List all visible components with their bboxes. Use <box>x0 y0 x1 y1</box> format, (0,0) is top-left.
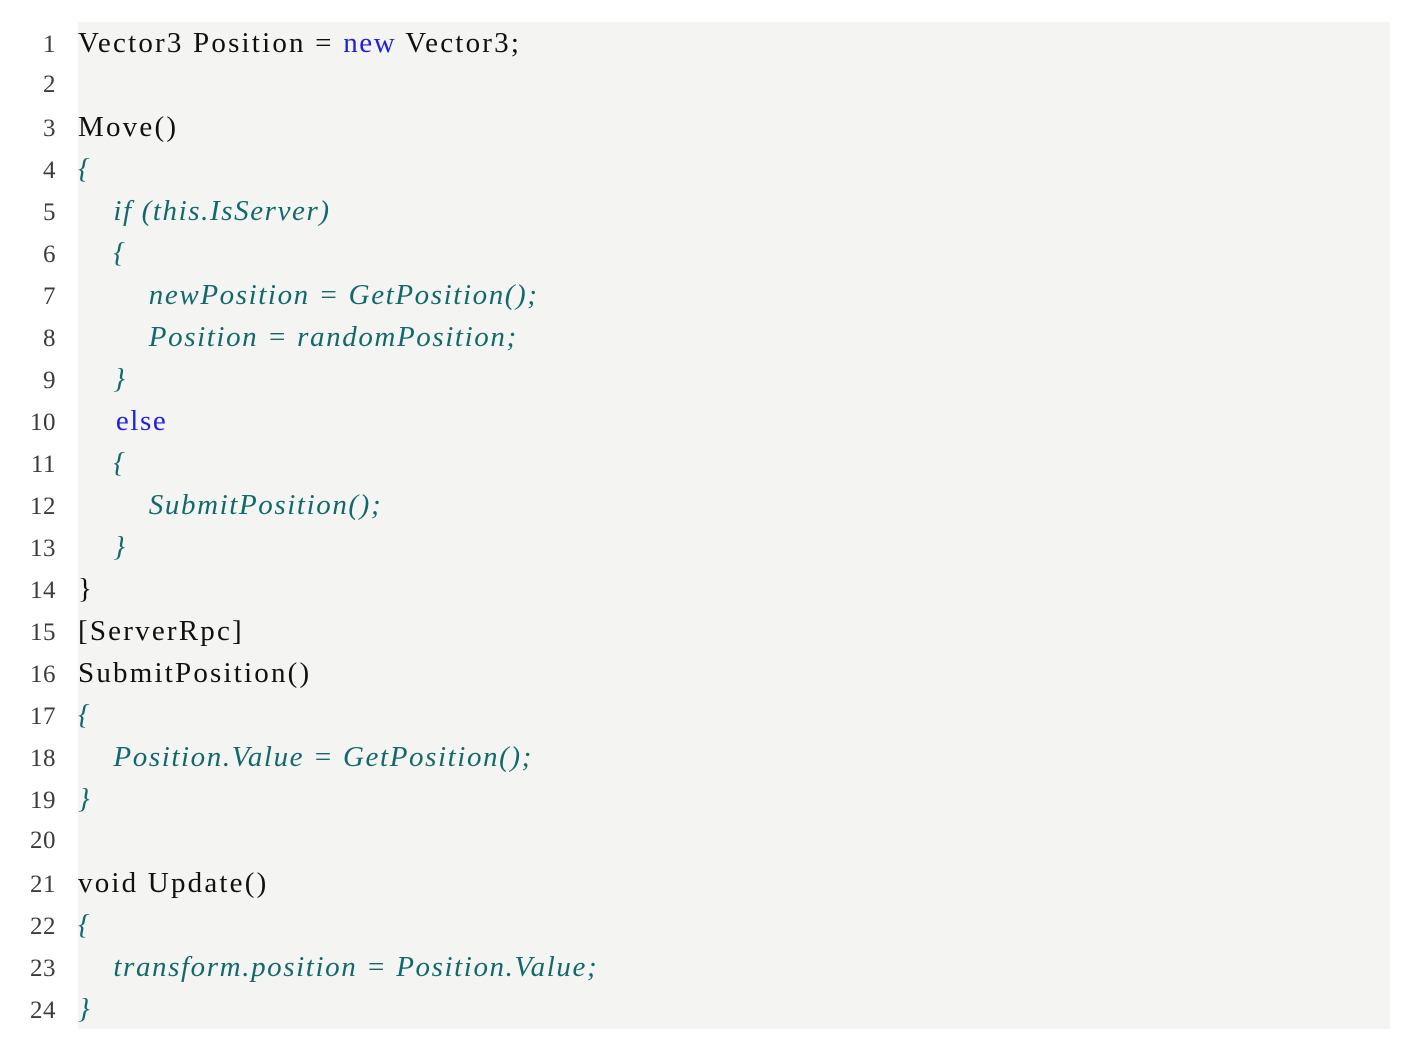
code-line: 22 { <box>0 904 1409 946</box>
code-token-keyword: new <box>343 27 397 59</box>
code-line: 7 newPosition = GetPosition(); <box>0 274 1409 316</box>
line-number: 24 <box>30 997 56 1024</box>
line-number: 2 <box>43 71 56 98</box>
code-token-identifier: Position.Value = GetPosition(); <box>78 741 533 773</box>
code-line-text: Position = randomPosition; <box>56 316 1409 358</box>
line-number: 14 <box>30 577 56 604</box>
code-line: 20 <box>0 820 1409 862</box>
line-number: 7 <box>43 283 56 310</box>
code-token-identifier: if (this.IsServer) <box>78 195 331 227</box>
code-line-text: } <box>56 358 1409 400</box>
line-number: 15 <box>30 619 56 646</box>
code-line-text: { <box>56 442 1409 484</box>
code-token-plain: Vector3 Position = <box>78 27 344 59</box>
code-token-plain: [ServerRpc] <box>78 615 244 647</box>
code-line-text: else <box>56 400 1409 442</box>
code-line: 9 } <box>0 358 1409 400</box>
code-line-text: SubmitPosition(); <box>56 484 1409 526</box>
code-token-identifier: } <box>78 531 127 563</box>
code-token-plain: SubmitPosition() <box>78 657 312 689</box>
code-line: 23 transform.position = Position.Value; <box>0 946 1409 988</box>
code-token-identifier: Position = randomPosition; <box>78 321 518 353</box>
code-line: 8 Position = randomPosition; <box>0 316 1409 358</box>
code-token-plain <box>78 405 116 437</box>
code-line-text: } <box>56 568 1409 610</box>
code-token-identifier: newPosition = GetPosition(); <box>78 279 539 311</box>
code-token-identifier: transform.position = Position.Value; <box>78 951 599 983</box>
code-token-identifier: { <box>78 237 127 269</box>
code-line-text: } <box>56 988 1409 1030</box>
code-line-text: newPosition = GetPosition(); <box>56 274 1409 316</box>
code-line-text: { <box>56 148 1409 190</box>
line-number: 8 <box>43 325 56 352</box>
line-number: 18 <box>30 745 56 772</box>
code-line: 11 { <box>0 442 1409 484</box>
code-line-text: { <box>56 232 1409 274</box>
code-line-text: SubmitPosition() <box>56 652 1409 694</box>
code-line: 5 if (this.IsServer) <box>0 190 1409 232</box>
code-token-identifier: { <box>78 153 92 185</box>
line-number: 17 <box>30 703 56 730</box>
code-token-plain: void Update() <box>78 867 269 899</box>
code-line: 14} <box>0 568 1409 610</box>
code-token-plain: Vector3; <box>396 27 522 59</box>
line-number: 5 <box>43 199 56 226</box>
line-number: 11 <box>30 451 56 478</box>
code-line: 21 void Update() <box>0 862 1409 904</box>
code-line-text: Move() <box>56 106 1409 148</box>
line-number: 12 <box>30 493 56 520</box>
code-line: 24} <box>0 988 1409 1030</box>
code-token-keyword: else <box>115 405 168 437</box>
line-number: 20 <box>30 827 56 854</box>
code-line-text: { <box>56 694 1409 736</box>
code-line: 2 <box>0 64 1409 106</box>
line-number: 4 <box>43 157 56 184</box>
code-line-text: transform.position = Position.Value; <box>56 946 1409 988</box>
code-token-identifier: { <box>78 699 92 731</box>
code-panel-background <box>78 22 1390 1029</box>
code-token-plain: } <box>78 573 95 605</box>
line-number: 23 <box>30 955 56 982</box>
code-token-plain: Move() <box>78 111 179 143</box>
code-line-text: Position.Value = GetPosition(); <box>56 736 1409 778</box>
code-line-text: [ServerRpc] <box>56 610 1409 652</box>
code-line-text: } <box>56 778 1409 820</box>
code-line: 4{ <box>0 148 1409 190</box>
code-line-text: Vector3 Position = new Vector3; <box>56 22 1409 64</box>
code-line-text: } <box>56 526 1409 568</box>
code-token-identifier: { <box>78 909 92 941</box>
line-number: 16 <box>30 661 56 688</box>
code-line-text: { <box>56 904 1409 946</box>
line-number: 1 <box>43 31 56 58</box>
code-line: 18 Position.Value = GetPosition(); <box>0 736 1409 778</box>
line-number: 3 <box>43 115 56 142</box>
line-number: 10 <box>30 409 56 436</box>
line-number: 19 <box>30 787 56 814</box>
line-number: 21 <box>30 871 56 898</box>
code-line: 13 } <box>0 526 1409 568</box>
code-token-identifier: } <box>78 993 92 1025</box>
code-line: 12 SubmitPosition(); <box>0 484 1409 526</box>
code-line: 6 { <box>0 232 1409 274</box>
line-number: 13 <box>30 535 56 562</box>
code-line: 10 else <box>0 400 1409 442</box>
code-line-text: void Update() <box>56 862 1409 904</box>
code-line: 17 { <box>0 694 1409 736</box>
code-line: 3 Move() <box>0 106 1409 148</box>
code-token-identifier: SubmitPosition(); <box>78 489 383 521</box>
code-line: 16 SubmitPosition() <box>0 652 1409 694</box>
code-token-identifier: } <box>78 363 127 395</box>
line-number: 9 <box>43 367 56 394</box>
line-number: 6 <box>43 241 56 268</box>
code-line: 15 [ServerRpc] <box>0 610 1409 652</box>
code-token-identifier: { <box>78 447 127 479</box>
code-token-identifier: } <box>78 783 92 815</box>
code-line: 19} <box>0 778 1409 820</box>
code-line-text: if (this.IsServer) <box>56 190 1409 232</box>
line-number: 22 <box>30 913 56 940</box>
